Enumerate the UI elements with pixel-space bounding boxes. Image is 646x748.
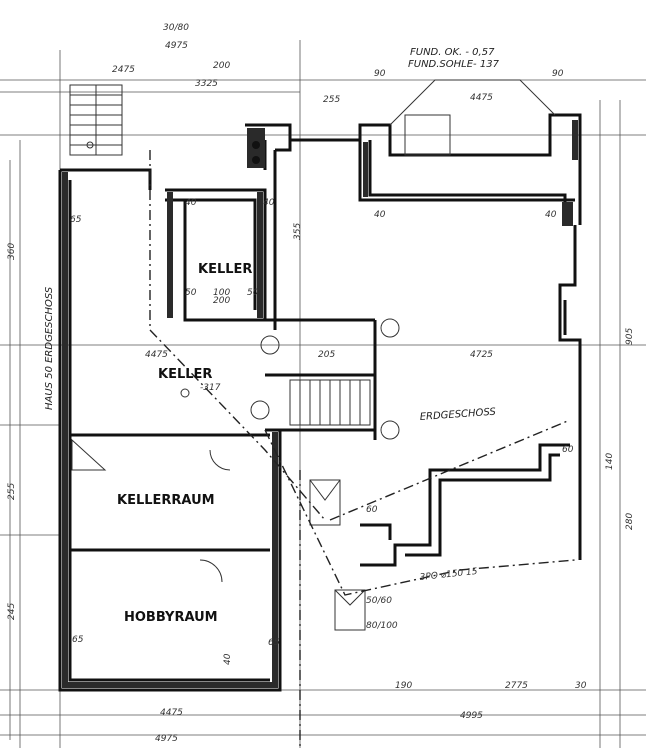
dim-bot-65a: 65 xyxy=(72,635,84,645)
section-lines xyxy=(149,150,576,748)
dim-top-90a: 90 xyxy=(374,69,386,79)
dim-mid-100: 100 xyxy=(213,288,230,298)
dim-right-140: 140 xyxy=(605,453,615,470)
dim-top-90b: 90 xyxy=(552,69,564,79)
room-hobbyraum: HOBBYRAUM xyxy=(124,610,218,625)
dim-top-2475: 2475 xyxy=(112,65,135,75)
dim-mid-60a: 60 xyxy=(562,445,574,455)
dim-mid-40b: 40 xyxy=(263,198,275,208)
dim-mid-40a: 40 xyxy=(185,198,197,208)
dim-left-245: 245 xyxy=(7,603,17,620)
note-30-80: 30/80 xyxy=(163,23,189,33)
dim-bot-4975: 4975 xyxy=(155,734,178,744)
note-fund-sohle: FUND.SOHLE- 137 xyxy=(408,59,500,70)
dim-bot-65b: 65 xyxy=(268,638,280,648)
dim-right-905: 905 xyxy=(625,328,635,345)
dim-mid-4725: 4725 xyxy=(470,350,493,360)
axis-markers xyxy=(86,141,400,440)
dim-mid-205: 205 xyxy=(318,350,335,360)
dim-mid-50a: 50 xyxy=(185,288,197,298)
hatched-walls xyxy=(62,120,578,688)
stair-shaft-lower xyxy=(309,479,366,631)
dim-right-280: 280 xyxy=(625,513,635,530)
dim-bot-40: 40 xyxy=(223,653,233,665)
foundation-bay xyxy=(389,79,556,156)
room-kellerraum: KELLERRAUM xyxy=(117,493,215,508)
walls xyxy=(58,113,582,692)
note-ausbau: 3PO ⌀150 15 xyxy=(419,567,478,583)
dim-top-3325: 3325 xyxy=(195,79,218,89)
dim-bot-4475: 4475 xyxy=(160,708,183,718)
dim-mid-60b: 60 xyxy=(366,505,378,515)
dim-mid-355: 355 xyxy=(293,223,303,240)
dim-top-255: 255 xyxy=(323,95,340,105)
dim-bot-30: 30 xyxy=(575,681,587,691)
dim-left-255: 255 xyxy=(7,483,17,500)
note-fund-ok: FUND. OK. - 0,57 xyxy=(410,47,495,58)
note-erdgeschoss: ERDGESCHOSS xyxy=(419,407,496,423)
dim-mid-50b: 50 xyxy=(247,288,259,298)
note-level-317: -317 xyxy=(200,383,221,393)
door-swings xyxy=(71,438,231,583)
dim-left-360: 360 xyxy=(7,243,17,260)
dim-bot-2775: 2775 xyxy=(505,681,528,691)
note-haus-erdgeschoss: HAUS 50 ERDGESCHOSS xyxy=(44,286,55,410)
dim-bot-190: 190 xyxy=(395,681,412,691)
dim-bot-4995: 4995 xyxy=(460,711,483,721)
dim-top-200: 200 xyxy=(213,61,230,71)
dim-top-4475: 4475 xyxy=(470,93,493,103)
pipe-icons xyxy=(252,141,260,164)
dim-mid-40d: 40 xyxy=(545,210,557,220)
dim-mid-4475: 4475 xyxy=(145,350,168,360)
stair-top-left xyxy=(69,84,123,156)
dim-mid-40c: 40 xyxy=(374,210,386,220)
dim-mid-200: 200 xyxy=(213,296,230,306)
dim-mid-65: 65 xyxy=(70,215,82,225)
note-80-100: 80/100 xyxy=(366,621,398,631)
stair-center xyxy=(289,379,371,426)
room-keller-upper: KELLER xyxy=(198,262,252,277)
dim-top-4975: 4975 xyxy=(165,41,188,51)
room-keller-mid: KELLER xyxy=(158,367,212,382)
note-50-60: 50/60 xyxy=(366,596,392,606)
